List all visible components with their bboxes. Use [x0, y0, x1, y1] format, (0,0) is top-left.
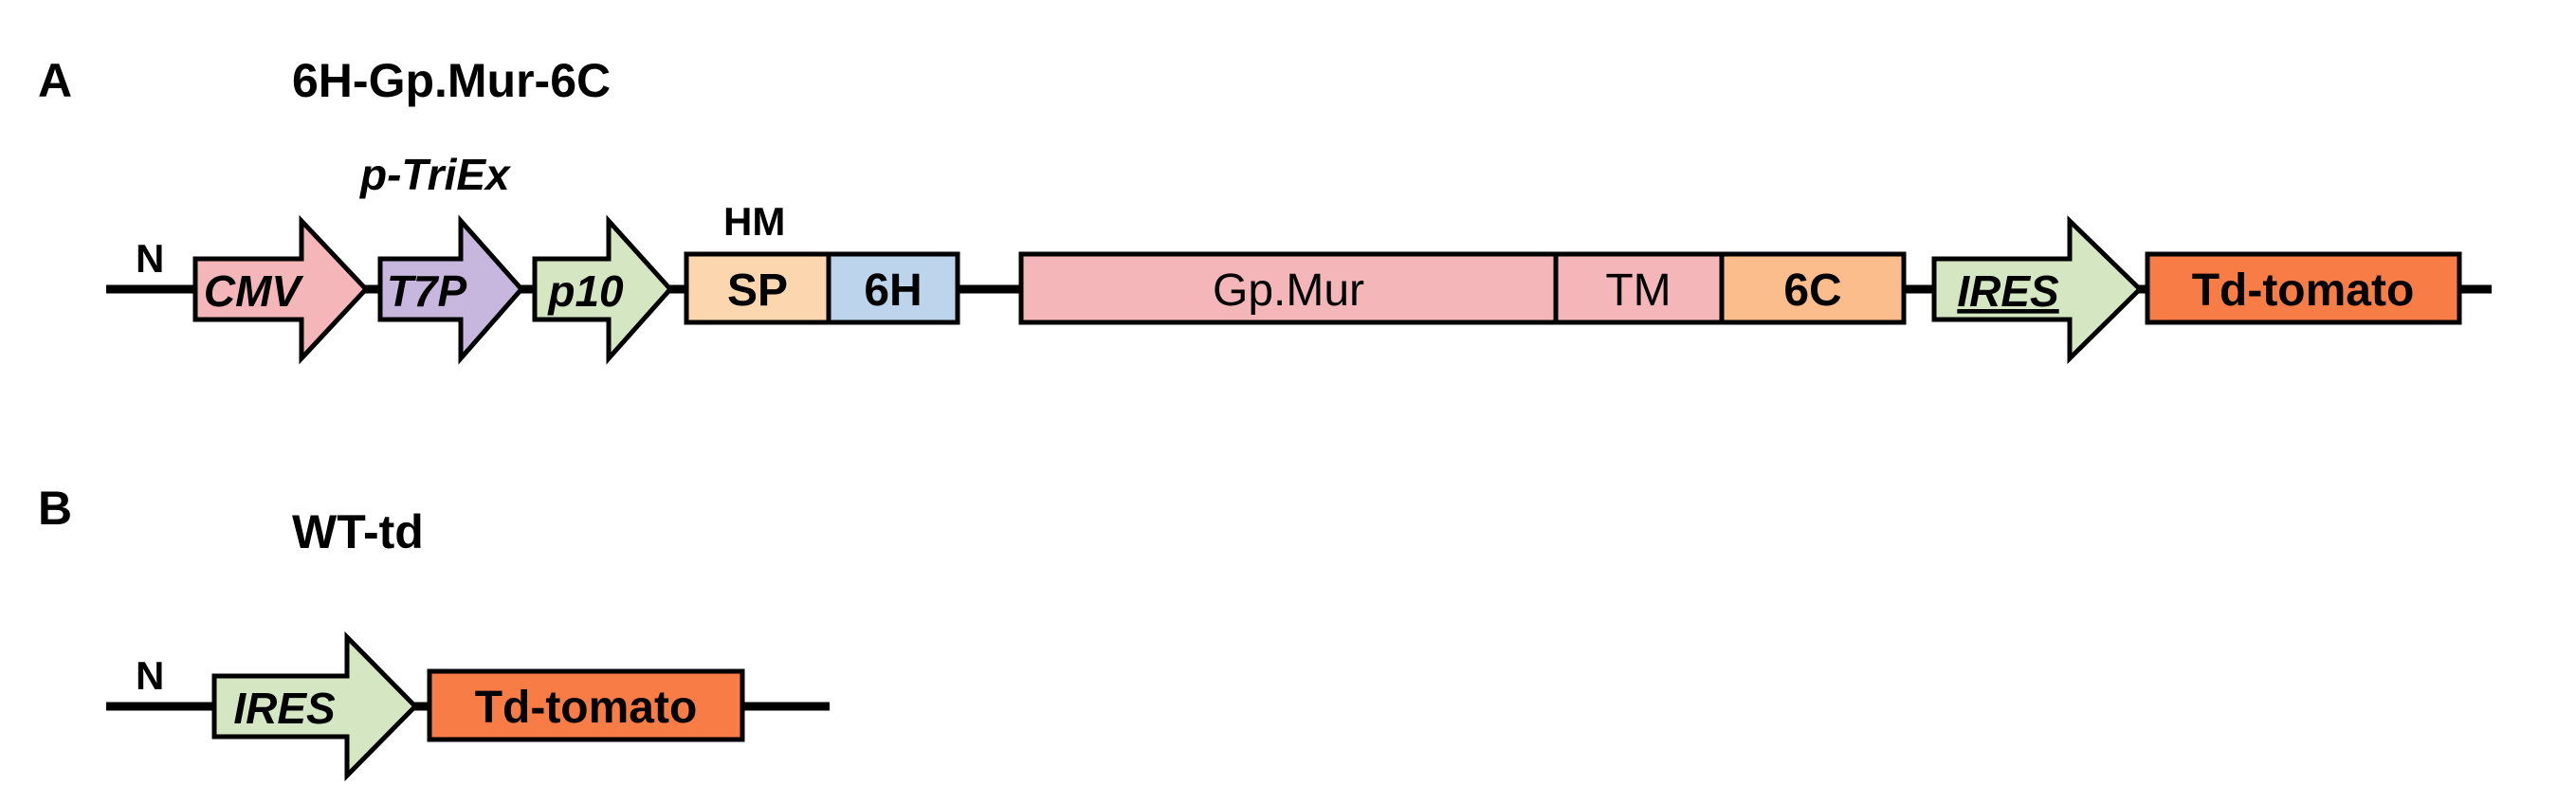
- panel-b-letter: B: [38, 482, 72, 535]
- 6c-rect: [1719, 251, 1907, 325]
- panel-b-n-terminus: N: [136, 653, 164, 698]
- ires-arrow-b: IRES: [211, 630, 419, 782]
- tdtomato-a-rect: [2145, 251, 2462, 325]
- t7p-arrow-shape: [377, 214, 525, 365]
- tm-box: TM: [1553, 251, 1725, 325]
- ires-a-arrow-shape: [1931, 215, 2144, 364]
- panel-b-title: WT-td: [292, 505, 424, 558]
- cmv-arrow-shape: [192, 214, 370, 365]
- panel-a-title: 6H-Gp.Mur-6C: [292, 54, 611, 107]
- panel-a-letter: A: [38, 54, 72, 107]
- tm-label: TM: [1605, 265, 1671, 316]
- ires-b-arrow-shape: [211, 630, 419, 782]
- tdtomato-a-label: Td-tomato: [2192, 265, 2415, 316]
- p10-label: p10: [546, 266, 624, 316]
- ptriex-label: p-TriEx: [358, 150, 512, 199]
- p10-promoter-arrow: p10: [532, 214, 674, 365]
- tm-rect: [1553, 251, 1725, 325]
- hm-label: HM: [723, 199, 785, 244]
- cmv-label: CMV: [204, 266, 304, 316]
- tdtomato-box-a: Td-tomato: [2145, 251, 2462, 325]
- t7p-label: T7P: [387, 266, 467, 316]
- tdtomato-b-rect: [427, 668, 745, 742]
- t7p-promoter-arrow: T7P: [377, 214, 525, 365]
- gpmur-label: Gp.Mur: [1213, 265, 1364, 316]
- gpmur-rect: [1018, 251, 1559, 325]
- sp-label: SP: [727, 265, 788, 316]
- gpmur-box: Gp.Mur: [1018, 251, 1559, 325]
- tdtomato-box-b: Td-tomato: [427, 668, 745, 742]
- ires-b-label: IRES: [233, 684, 336, 733]
- tdtomato-b-label: Td-tomato: [475, 683, 698, 733]
- ires-a-label: IRES: [1957, 266, 2059, 316]
- 6c-label: 6C: [1783, 265, 1841, 316]
- 6c-box: 6C: [1719, 251, 1907, 325]
- sp-box: SP: [684, 251, 831, 325]
- sp-rect: [684, 251, 831, 325]
- 6h-box: 6H: [826, 251, 960, 325]
- 6h-label: 6H: [864, 265, 922, 316]
- 6h-rect: [826, 251, 960, 325]
- p10-arrow-shape: [532, 214, 674, 365]
- ires-arrow-a: IRES: [1931, 215, 2144, 364]
- panel-a-n-terminus: N: [136, 236, 164, 281]
- cmv-promoter-arrow: CMV: [192, 214, 370, 365]
